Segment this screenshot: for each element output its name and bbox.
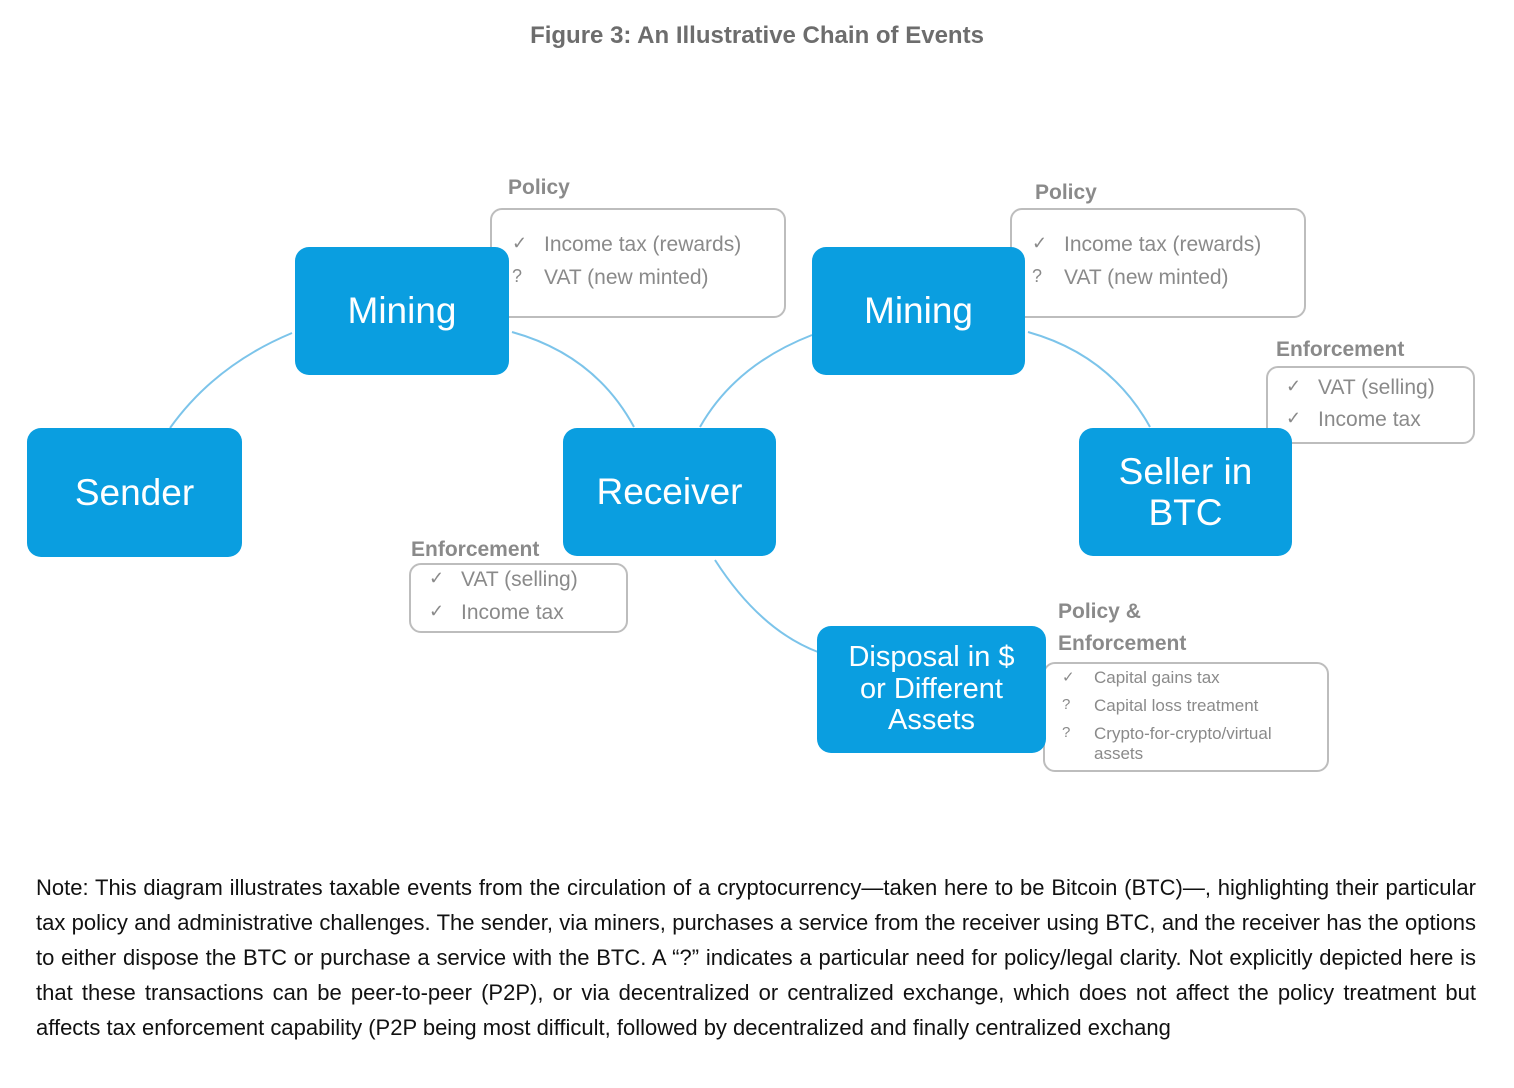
question-icon: ?	[1032, 266, 1043, 286]
enforcement-box-seller	[1266, 366, 1475, 444]
node-receiver: Receiver	[563, 428, 776, 556]
policy-enforcement-label: Policy & Enforcement	[1058, 600, 1187, 655]
disposal-item-1: ✓ Capital gains tax	[1062, 668, 1220, 687]
enforcement-receiver-item-1: ✓ VAT (selling)	[429, 568, 578, 591]
figure-title: Figure 3: An Illustrative Chain of Event…	[530, 22, 984, 49]
question-icon: ?	[1062, 724, 1071, 741]
policy-box-left	[490, 208, 786, 318]
enforcement-receiver-item-2: ✓ Income tax	[429, 601, 564, 624]
check-icon: ✓	[429, 601, 445, 621]
question-icon: ?	[512, 266, 523, 286]
check-icon: ✓	[1032, 233, 1048, 253]
policy-left-item-1: ✓ Income tax (rewards)	[512, 233, 742, 256]
node-seller: Seller in BTC	[1079, 428, 1292, 556]
connector-sender-mining	[169, 332, 293, 429]
enforcement-box-receiver	[409, 563, 628, 633]
node-mining-left: Mining	[295, 247, 509, 375]
enforcement-seller-item-1: ✓ VAT (selling)	[1286, 376, 1435, 399]
enforcement-label-receiver: Enforcement	[411, 538, 540, 561]
policy-right-item-1: ✓ Income tax (rewards)	[1032, 233, 1262, 256]
check-icon: ✓	[512, 233, 528, 253]
disposal-item-3: ? Crypto-for-crypto/virtual	[1062, 724, 1272, 743]
check-icon: ✓	[429, 568, 445, 588]
enforcement-label-seller: Enforcement	[1276, 338, 1405, 361]
policy-label-left: Policy	[508, 176, 570, 199]
check-icon: ✓	[1286, 376, 1302, 396]
disposal-item-2: ? Capital loss treatment	[1062, 696, 1259, 715]
policy-label-right: Policy	[1035, 181, 1097, 204]
check-icon: ✓	[1062, 669, 1075, 686]
policy-right-item-2: ? VAT (new minted)	[1032, 266, 1229, 289]
connector-mining-receiver	[511, 331, 635, 428]
check-icon: ✓	[1286, 408, 1302, 428]
connector-receiver-disposal	[714, 559, 819, 653]
question-icon: ?	[1062, 696, 1071, 713]
figure-note: Note: This diagram illustrates taxable e…	[36, 875, 1476, 1040]
connector-receiver-mining	[699, 334, 813, 428]
enforcement-seller-item-2: ✓ Income tax	[1286, 408, 1421, 431]
policy-left-item-2: ? VAT (new minted)	[512, 266, 709, 289]
node-mining-right: Mining	[812, 247, 1025, 375]
node-disposal: Disposal in $ or Different Assets	[817, 626, 1046, 753]
disposal-item-3-continuation: assets	[1094, 744, 1144, 763]
node-sender: Sender	[27, 428, 242, 557]
policy-box-right	[1010, 208, 1306, 318]
connector-mining-seller	[1027, 331, 1151, 428]
